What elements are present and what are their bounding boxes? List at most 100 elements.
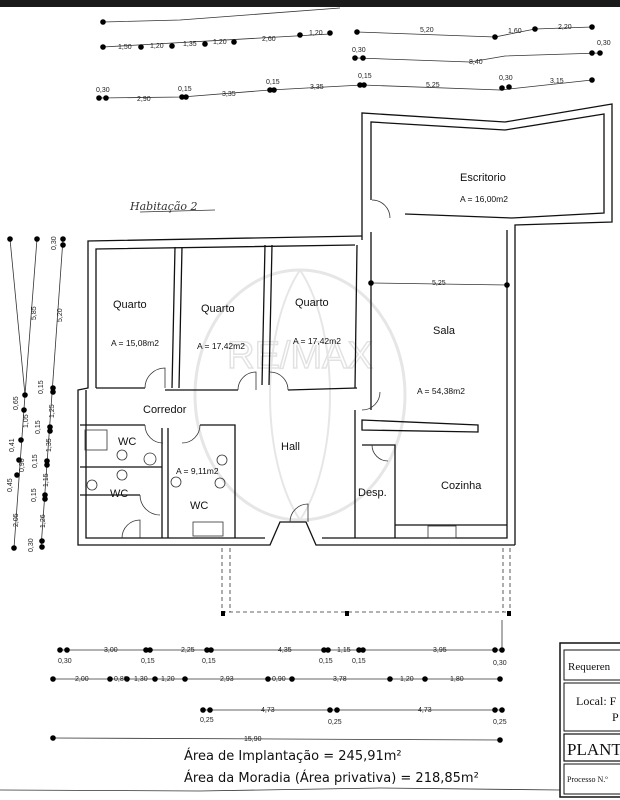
dim-label: 0,15 [266,79,280,86]
dim-label: 0,30 [493,660,507,667]
dim-label: 1,05 [23,414,30,428]
room-despensa: Desp. [358,487,387,499]
dim-label: 2,05 [13,513,20,527]
area-implantacao: Área de Implantação = 245,91m² [184,748,402,764]
dim-label: 1,15 [43,473,50,487]
dim-label: 5,85 [31,306,38,320]
room-wc-3-area: A = 9,11m2 [176,466,219,476]
dim-label: 0,30 [96,87,110,94]
dim-label: 0,65 [13,396,20,410]
dim-label: 3,35 [222,91,236,98]
dim-label: 1,26 [40,514,47,528]
dim-label: 0,30 [597,40,611,47]
dim-label: 0,15 [35,420,42,434]
dim-label: 0,25 [328,719,342,726]
dim-label: 0,15 [358,73,372,80]
svg-text:RE/MAX: RE/MAX [227,335,373,377]
building-outline: 5,25 [77,103,613,618]
title-planta: PLANT [567,740,620,759]
room-wc-1: WC [118,436,136,448]
dim-label: 4,73 [261,707,275,714]
dim-label: 4,35 [278,647,292,654]
dim-label: 3,78 [333,676,347,683]
dim-label: 1,20 [400,676,414,683]
room-sala-area: A = 54,38m2 [417,386,465,396]
dim-label: 1,15 [337,647,351,654]
room-quarto-2: Quarto [201,303,235,315]
dim-label: 2,00 [75,676,89,683]
room-escritorio: Escritorio [460,172,506,184]
dim-label: 5,25 [426,82,440,89]
room-quarto-1-area: A = 15,08m2 [111,338,159,348]
dim-label: 8,40 [469,59,483,66]
room-cozinha: Cozinha [441,480,482,492]
dim-label: 2,25 [181,647,195,654]
dim-label: 0,80 [114,676,128,683]
dim-label: 0,25 [493,719,507,726]
dim-label: 1,30 [134,676,148,683]
dim-label: 3,95 [433,647,447,654]
dim-label: 3,35 [310,84,324,91]
remax-watermark: RE/MAX [193,268,407,522]
dim-label: 1,35 [183,41,197,48]
room-hall: Hall [281,441,300,453]
room-labels: Escritorio A = 16,00m2 Quarto A = 15,08m… [110,172,508,512]
room-wc-3: WC [190,500,208,512]
room-escritorio-area: A = 16,00m2 [460,194,508,204]
dim-label: 0,15 [141,658,155,665]
dim-label: 0,30 [51,236,58,250]
dim-label: 5,20 [57,308,64,322]
room-quarto-3-area: A = 17,42m2 [293,336,341,346]
dim-label: 3,00 [104,647,118,654]
dim-total-label: 15,90 [244,736,262,743]
area-moradia: Área da Moradia (Área privativa) = 218,8… [184,770,479,786]
title-block: Requeren Local: F P PLANT Processo N.º [559,642,620,798]
dim-label: 5,20 [420,27,434,34]
scan-edge [0,0,620,7]
room-quarto-2-area: A = 17,42m2 [197,341,245,351]
dim-label: 1,20 [213,39,227,46]
title-local-2: P [612,710,619,724]
title-requerente: Requeren [568,661,611,673]
dim-label: 0,41 [9,438,16,452]
dim-label: 1,60 [508,28,522,35]
dim-label: 2,60 [262,36,276,43]
dim-label: 0,15 [178,86,192,93]
dim-label: 2,20 [558,24,572,31]
dim-label: 0,15 [352,658,366,665]
dim-label: 1,80 [450,676,464,683]
dim-label: 0,30 [58,658,72,665]
room-corredor: Corredor [143,404,187,416]
dim-label: 1,20 [309,30,323,37]
left-dimensions: 5,85 0,65 1,05 0,41 0,90 0,45 2,05 0,30 … [7,236,66,552]
dim-label: 1,20 [161,676,175,683]
room-sala: Sala [433,325,456,337]
dim-label: 0,15 [31,488,38,502]
handwritten-label: Habitação 2 [129,200,198,213]
dim-label: 0,30 [499,75,513,82]
dim-label: 3,15 [550,78,564,85]
dim-label: 0,30 [352,47,366,54]
dim-label: 0,15 [319,658,333,665]
room-quarto-3: Quarto [295,297,329,309]
room-quarto-1: Quarto [113,299,147,311]
dim-label: 0,25 [200,717,214,724]
dim-label: 1,25 [49,404,56,418]
bottom-dimensions: 3,00 2,25 4,35 1,15 3,95 0,30 0,15 0,15 … [50,620,507,743]
dim-label: 0,45 [7,478,14,492]
dim-label: 1,50 [118,44,132,51]
dim-label: 1,20 [150,43,164,50]
dim-label: 0,30 [28,538,35,552]
dim-label: 0,90 [272,676,286,683]
dim-label: 2,90 [137,96,151,103]
dim-label: 0,90 [19,458,26,472]
room-wc-2: WC [110,488,128,500]
title-local: Local: F [576,694,617,708]
dim-label: 1,35 [46,438,53,452]
dim-label: 2,93 [220,676,234,683]
dim-label: 0,15 [32,454,39,468]
dim-label: 0,15 [202,658,216,665]
top-dimensions: 1,50 1,20 1,35 1,20 2,60 1,20 5,20 1,60 … [96,7,611,103]
sala-width-dim: 5,25 [432,280,446,287]
